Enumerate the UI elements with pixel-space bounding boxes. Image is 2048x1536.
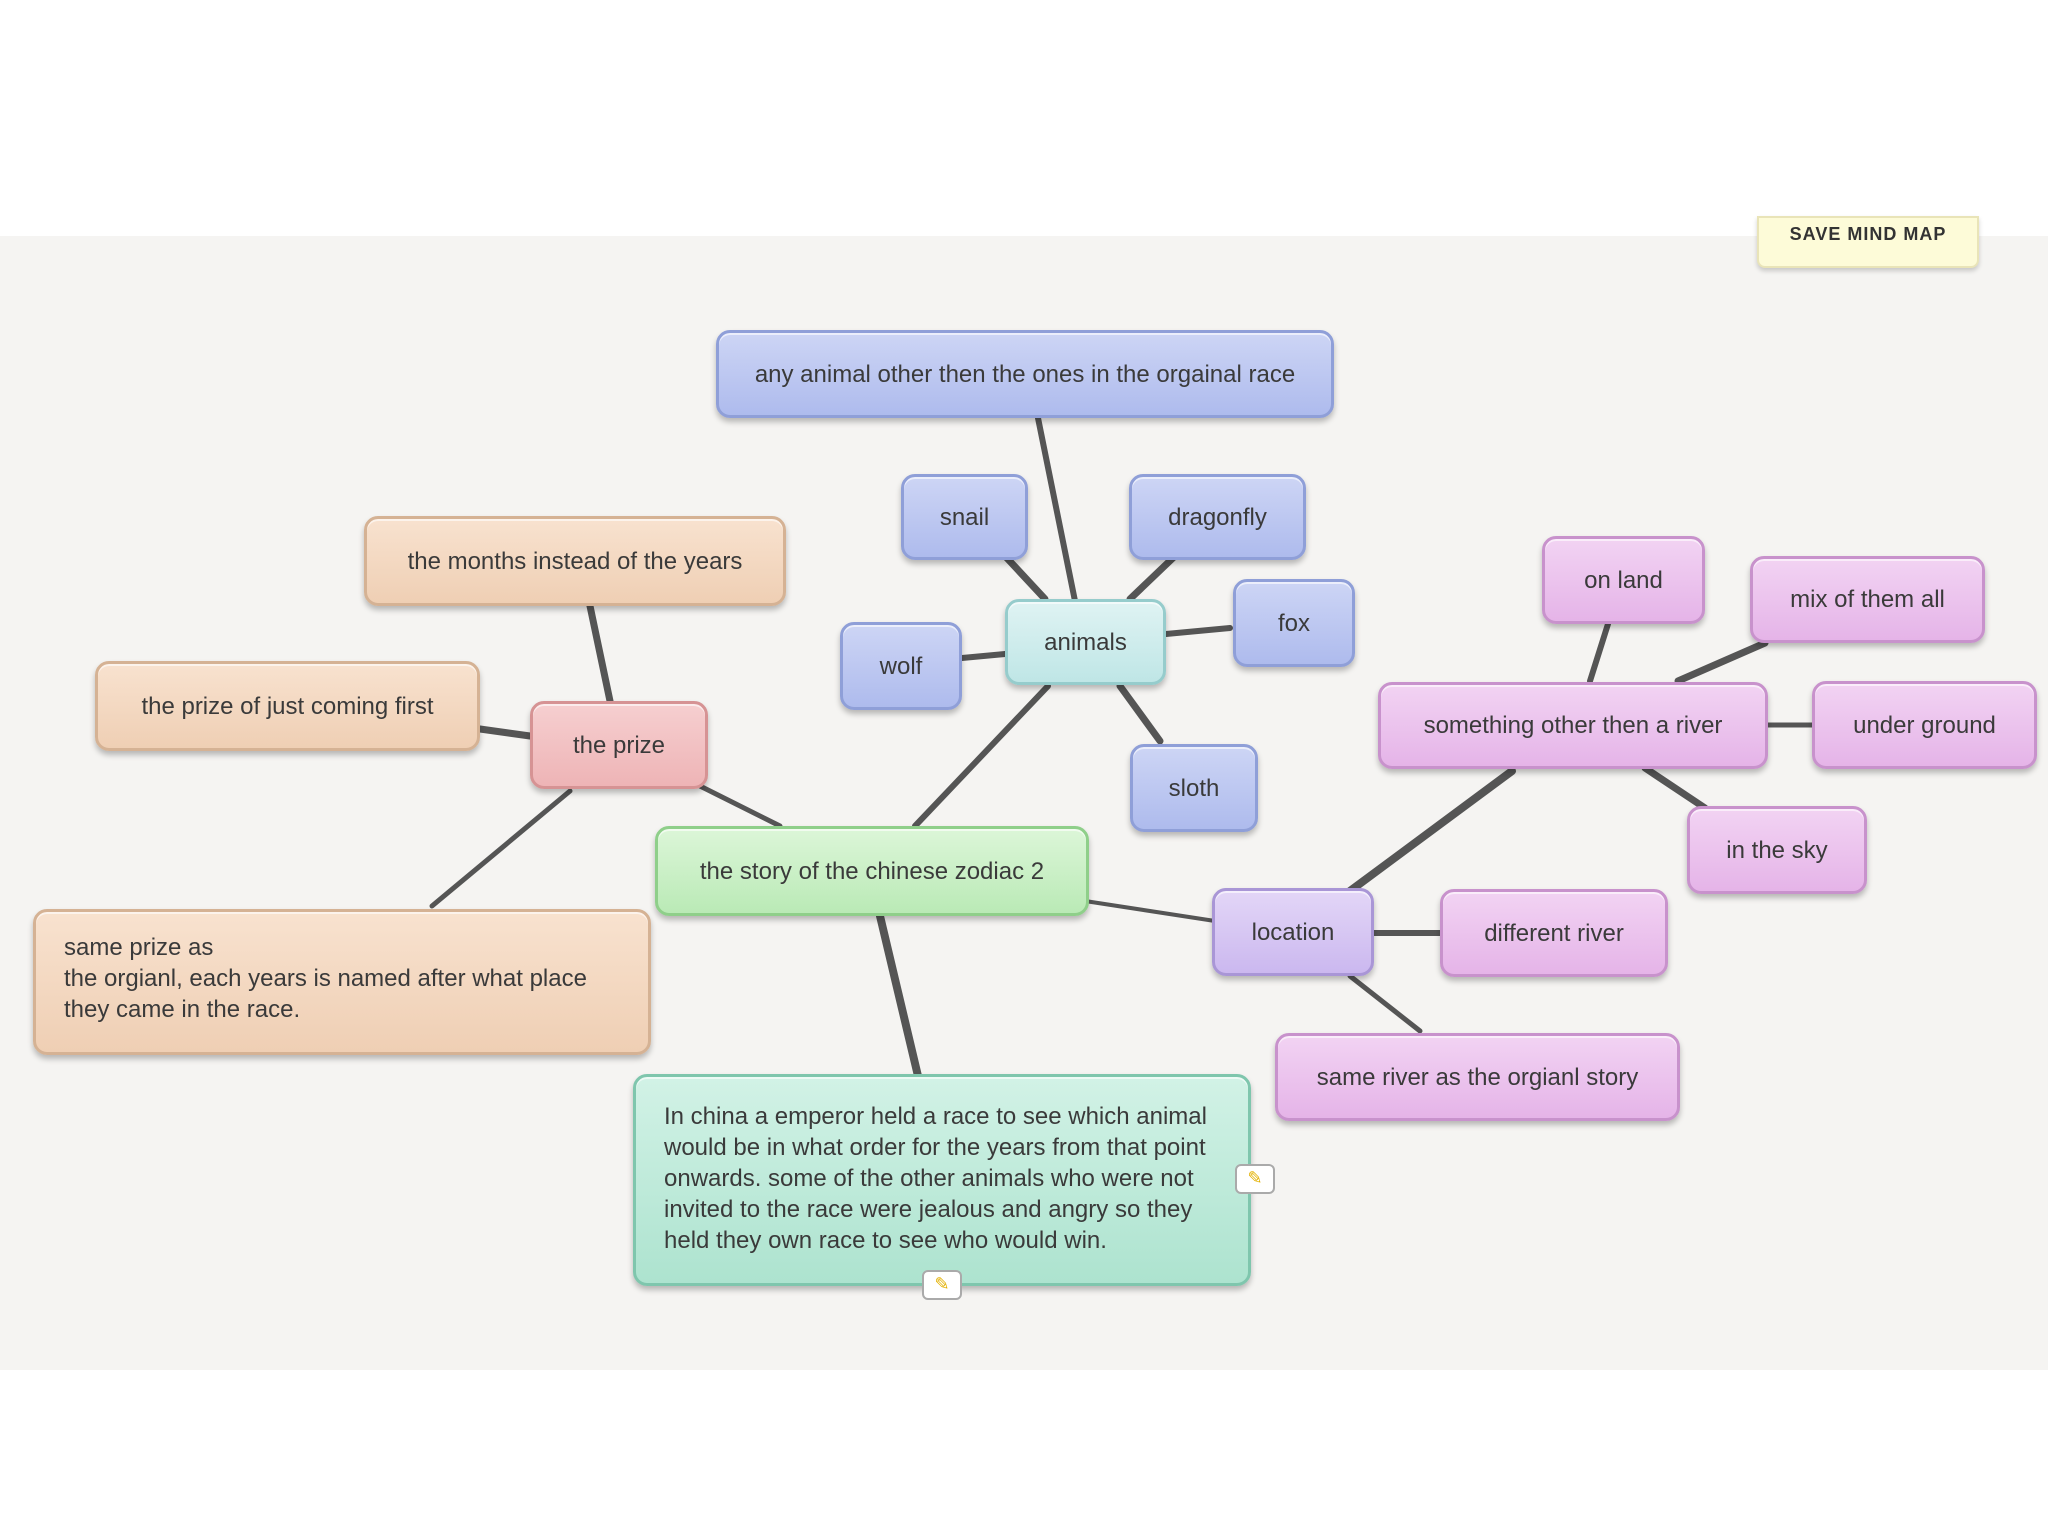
link-otherriver-mix [1674,639,1769,685]
node-sloth[interactable]: sloth [1130,744,1258,832]
node-under-ground[interactable]: under ground [1812,681,2037,769]
node-on-land[interactable]: on land [1542,536,1705,624]
node-other-river[interactable]: something other then a river [1378,682,1768,769]
link-root-description [876,912,922,1080]
note-add-icon[interactable]: ✎ [1235,1164,1275,1194]
link-root-prize [697,783,783,829]
note-add-icon[interactable]: ✎ [922,1270,962,1300]
link-otherriver-sky [1641,764,1709,812]
node-different-river[interactable]: different river [1440,889,1668,977]
link-otherriver-onland [1587,621,1611,684]
node-fox[interactable]: fox [1233,579,1355,667]
node-same-river[interactable]: same river as the orgianl story [1275,1033,1680,1121]
mind-map-canvas[interactable]: the story of the chinese zodiac 2 In chi… [0,236,2048,1370]
node-coming-first[interactable]: the prize of just coming first [95,661,480,751]
link-prize-sameprize [429,788,573,909]
node-animals[interactable]: animals [1005,599,1166,685]
save-mind-map-button[interactable]: SAVE MIND MAP [1757,216,1979,268]
link-prize-months [586,602,614,705]
link-animals-anyanimal [1035,415,1078,604]
link-animals-dragonfly [1126,552,1179,603]
node-location[interactable]: location [1212,888,1374,976]
node-months[interactable]: the months instead of the years [364,516,786,606]
link-animals-snail [1001,552,1049,603]
node-root[interactable]: the story of the chinese zodiac 2 [655,826,1089,916]
node-mix[interactable]: mix of them all [1750,556,1985,643]
node-in-sky[interactable]: in the sky [1687,806,1867,894]
link-location-otherriver [1346,767,1516,895]
node-prize[interactable]: the prize [530,701,708,789]
link-animals-wolf [959,651,1008,661]
node-dragonfly[interactable]: dragonfly [1129,474,1306,560]
node-snail[interactable]: snail [901,474,1028,560]
link-root-animals [912,683,1051,829]
link-prize-comingfirst [476,725,534,740]
node-any-animal[interactable]: any animal other then the ones in the or… [716,330,1334,418]
link-animals-sloth [1116,682,1164,745]
link-location-sameriver [1347,973,1423,1034]
connector-lines [429,415,1815,1080]
node-description[interactable]: In china a emperor held a race to see wh… [633,1074,1251,1286]
node-same-prize[interactable]: same prize as the orgianl, each years is… [33,909,651,1055]
node-wolf[interactable]: wolf [840,622,962,710]
link-root-location [1083,899,1217,923]
link-animals-fox [1163,625,1233,637]
